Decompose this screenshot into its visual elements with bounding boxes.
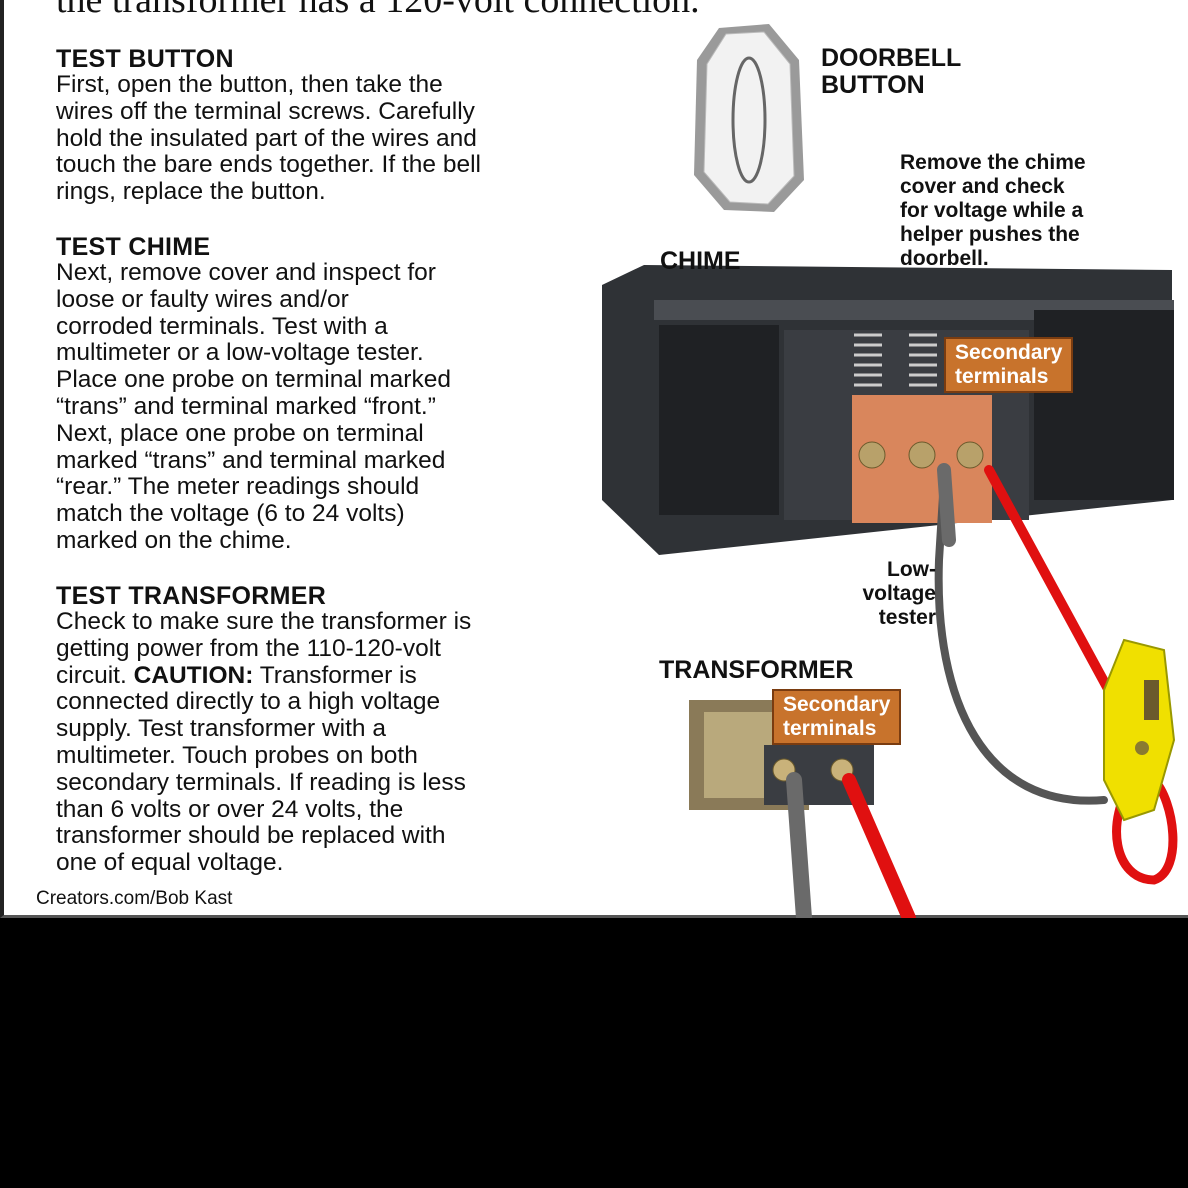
text-line: Check to make sure the transformer is bbox=[56, 608, 472, 635]
text-line: multimeter. Touch probes on both bbox=[56, 741, 418, 769]
text-line: “rear.” The meter readings should bbox=[56, 473, 420, 501]
text-line: supply. Test transformer with a bbox=[56, 715, 386, 743]
test-transformer-text: Check to make sure the transformer is ge… bbox=[56, 608, 472, 877]
secondary-terminals-tag-transformer: Secondary terminals bbox=[772, 689, 902, 745]
text-line: secondary terminals. If reading is less bbox=[56, 768, 466, 796]
illustration bbox=[602, 24, 1178, 918]
text-line: connected directly to a high voltage bbox=[56, 688, 441, 716]
heading-test-button: TEST BUTTON bbox=[56, 45, 234, 73]
secondary-terminals-tag-chime: Secondary terminals bbox=[944, 337, 1074, 393]
text-line: Next, place one probe on terminal bbox=[56, 419, 424, 447]
intro-text: the transformer has a 120-volt connectio… bbox=[56, 0, 700, 21]
tag-line: Secondary bbox=[955, 341, 1063, 364]
label-line: DOORBELL bbox=[821, 44, 962, 72]
text-line: one of equal voltage. bbox=[56, 849, 284, 877]
doorbell-button-icon bbox=[694, 24, 804, 212]
tag-line: terminals bbox=[783, 717, 877, 740]
transformer-icon bbox=[689, 700, 874, 810]
text-line: marked on the chime. bbox=[56, 526, 292, 554]
text-line: “trans” and terminal marked “front.” bbox=[56, 392, 436, 420]
chime-label: CHIME bbox=[660, 247, 741, 275]
doorbell-button-label: DOORBELL BUTTON bbox=[821, 45, 961, 99]
text-line: multimeter or a low-voltage tester. bbox=[56, 339, 424, 367]
test-button-text: First, open the button, then take the wi… bbox=[56, 71, 481, 206]
tag-line: terminals bbox=[955, 365, 1049, 388]
note-line: Remove the chime bbox=[900, 151, 1086, 174]
transformer-label: TRANSFORMER bbox=[659, 656, 854, 684]
note-line: tester bbox=[878, 606, 936, 629]
note-line: cover and check bbox=[900, 175, 1065, 198]
note-line: doorbell. bbox=[900, 247, 989, 270]
tag-line: Secondary bbox=[783, 693, 891, 716]
note-line: voltage bbox=[862, 582, 936, 605]
text-line: First, open the button, then take the bbox=[56, 71, 443, 98]
label-line: BUTTON bbox=[821, 71, 925, 99]
heading-test-transformer: TEST TRANSFORMER bbox=[56, 582, 327, 610]
note-line: helper pushes the bbox=[900, 223, 1080, 246]
voltage-tester-icon bbox=[1103, 638, 1176, 822]
text-line: rings, replace the button. bbox=[56, 178, 326, 206]
tester-label: Low- voltage tester bbox=[824, 558, 936, 630]
text-line: marked “trans” and terminal marked bbox=[56, 446, 446, 474]
text-line: getting power from the 110-120-volt bbox=[56, 634, 441, 662]
text-line: touch the bare ends together. If the bel… bbox=[56, 151, 481, 179]
text-line: match the voltage (6 to 24 volts) bbox=[56, 500, 405, 528]
text-line: corroded terminals. Test with a bbox=[56, 312, 388, 340]
text-line: Place one probe on terminal marked bbox=[56, 366, 451, 394]
note-line: for voltage while a bbox=[900, 199, 1084, 222]
text-line: than 6 volts or over 24 volts, the bbox=[56, 795, 404, 823]
text-line: transformer should be replaced with bbox=[56, 822, 446, 850]
text-line: hold the insulated part of the wires and bbox=[56, 124, 477, 152]
text-line: wires off the terminal screws. Carefully bbox=[56, 97, 475, 125]
chime-icon bbox=[602, 265, 1174, 555]
caution-label: CAUTION: bbox=[133, 661, 254, 689]
note-line: Low- bbox=[887, 558, 936, 581]
test-chime-text: Next, remove cover and inspect for loose… bbox=[56, 259, 451, 555]
infographic-panel: the transformer has a 120-volt connectio… bbox=[0, 0, 1188, 918]
chime-note: Remove the chime cover and check for vol… bbox=[900, 151, 1086, 271]
text-span: Transformer is bbox=[253, 661, 417, 689]
text-line: circuit. CAUTION: Transformer is bbox=[56, 661, 471, 690]
text-span: circuit. bbox=[56, 661, 134, 689]
heading-test-chime: TEST CHIME bbox=[56, 233, 211, 261]
credit: Creators.com/Bob Kast bbox=[36, 888, 233, 909]
text-line: Next, remove cover and inspect for bbox=[56, 259, 436, 286]
tester-probes-icon bbox=[786, 463, 1178, 918]
text-line: loose or faulty wires and/or bbox=[56, 285, 349, 313]
